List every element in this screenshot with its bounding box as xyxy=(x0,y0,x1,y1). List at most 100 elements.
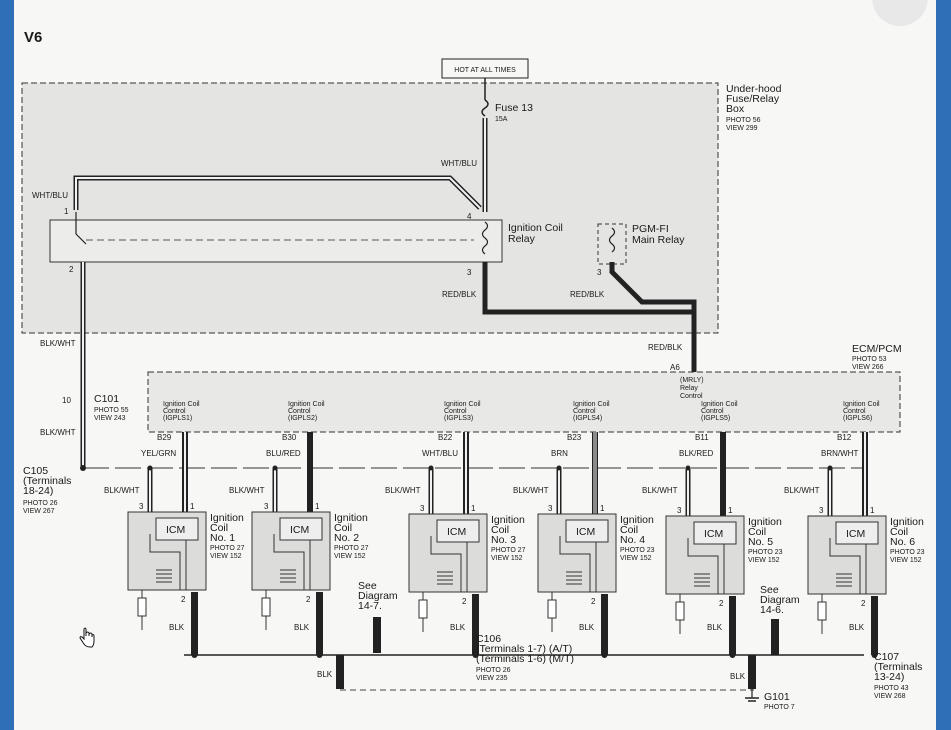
coil-pin-3: 3 xyxy=(139,502,144,511)
blk-ground-wire xyxy=(871,596,878,655)
pgm-relay-pin: 3 xyxy=(597,268,602,277)
wire-blk-wht-label-2: BLK/WHT xyxy=(40,428,76,437)
ecm-pin-5: B11 xyxy=(695,433,709,442)
wire-blk-wht-coil-label: BLK/WHT xyxy=(229,486,265,495)
ecm-pcm-box xyxy=(147,371,901,433)
spark-plug-icon xyxy=(137,590,147,630)
ignition-coil-relay-box xyxy=(49,219,503,263)
blk-ground-wire xyxy=(191,592,198,655)
wire-red-blk-label-3: RED/BLK xyxy=(648,343,683,352)
coil-winding-icon xyxy=(566,571,582,585)
blk-ground-wire xyxy=(601,594,608,655)
wire-blk-label: BLK xyxy=(450,623,466,632)
spark-plug-icon xyxy=(675,594,685,634)
icm-box xyxy=(565,519,609,543)
relay-pin-2: 2 xyxy=(69,265,74,274)
ecm-pin-1: B29 xyxy=(157,433,172,442)
ecm-pin-4: B23 xyxy=(567,433,582,442)
blk-ground-wire-1 xyxy=(336,655,344,689)
c101-name: C101 xyxy=(94,393,119,405)
spark-plug-icon xyxy=(418,592,428,632)
g101-ref: PHOTO 7 xyxy=(764,704,795,711)
coil-pin-3: 3 xyxy=(264,502,269,511)
hot-label: HOT AT ALL TIMES xyxy=(454,67,516,74)
wire-blk-wht-coil-label: BLK/WHT xyxy=(385,486,421,495)
hand-cursor-icon xyxy=(79,627,95,648)
coil-pin-3: 3 xyxy=(819,506,824,515)
coil-winding-icon xyxy=(694,573,710,587)
ecm-pin-6: B12 xyxy=(837,433,852,442)
coil-pin-1: 1 xyxy=(315,502,320,511)
wire-blk-label: BLK xyxy=(294,623,310,632)
ecm-name: ECM/PCM xyxy=(852,343,902,355)
spark-plug-icon xyxy=(547,592,557,632)
spark-plug-icon xyxy=(261,590,271,630)
wire-blk-label: BLK xyxy=(707,623,723,632)
blk-ground-wire xyxy=(472,594,479,655)
coil-pin-3: 3 xyxy=(420,504,425,513)
coil-pin-2: 2 xyxy=(719,599,724,608)
coil-pin-2: 2 xyxy=(306,595,311,604)
icm-label: ICM xyxy=(166,524,185,536)
pgm-fi-relay-box xyxy=(597,223,627,265)
icm-label: ICM xyxy=(447,526,466,538)
relay-switch-icon xyxy=(75,233,87,245)
see-diagram-2-wire xyxy=(771,619,779,655)
coil-winding-icon xyxy=(156,569,172,583)
fuse-name: Fuse 13 xyxy=(495,102,533,114)
wire-blk-wht-coil-label: BLK/WHT xyxy=(104,486,140,495)
wire-blk-wht-coil-label: BLK/WHT xyxy=(642,486,678,495)
spark-plug-icon xyxy=(817,594,827,634)
icm-box xyxy=(279,517,323,541)
coil-pin-3: 3 xyxy=(548,504,553,513)
icm-label: ICM xyxy=(576,526,595,538)
coil-pin-2: 2 xyxy=(861,599,866,608)
coil-pin-1: 1 xyxy=(870,506,875,515)
wire-blk-label: BLK xyxy=(169,623,185,632)
wire-blk_red-label: BLK/RED xyxy=(679,449,713,458)
wire-brn-label: BRN xyxy=(551,449,568,458)
wire-red-blk-label-2: RED/BLK xyxy=(570,290,605,299)
blk-ground-wire xyxy=(316,592,323,655)
fuse-rating: 15A xyxy=(495,116,508,123)
ecm-a6-pin: A6 xyxy=(670,363,680,372)
pgm-relay-coil-icon xyxy=(608,227,616,253)
red-blk-wire xyxy=(482,262,697,372)
c106-name: C106(Terminals 1-7) (A/T)(Terminals 1-6)… xyxy=(476,633,574,665)
coil-pin-1: 1 xyxy=(728,506,733,515)
coil-winding-icon xyxy=(836,573,852,587)
coil-pin-2: 2 xyxy=(591,597,596,606)
wire-blk-wht-label-1: BLK/WHT xyxy=(40,339,76,348)
ecm-pin-2: B30 xyxy=(282,433,297,442)
ecm-pin-3: B22 xyxy=(438,433,453,442)
icm-box xyxy=(835,521,879,545)
relay-pin-1: 1 xyxy=(64,207,69,216)
red-blk-wire-pgm xyxy=(609,262,697,312)
